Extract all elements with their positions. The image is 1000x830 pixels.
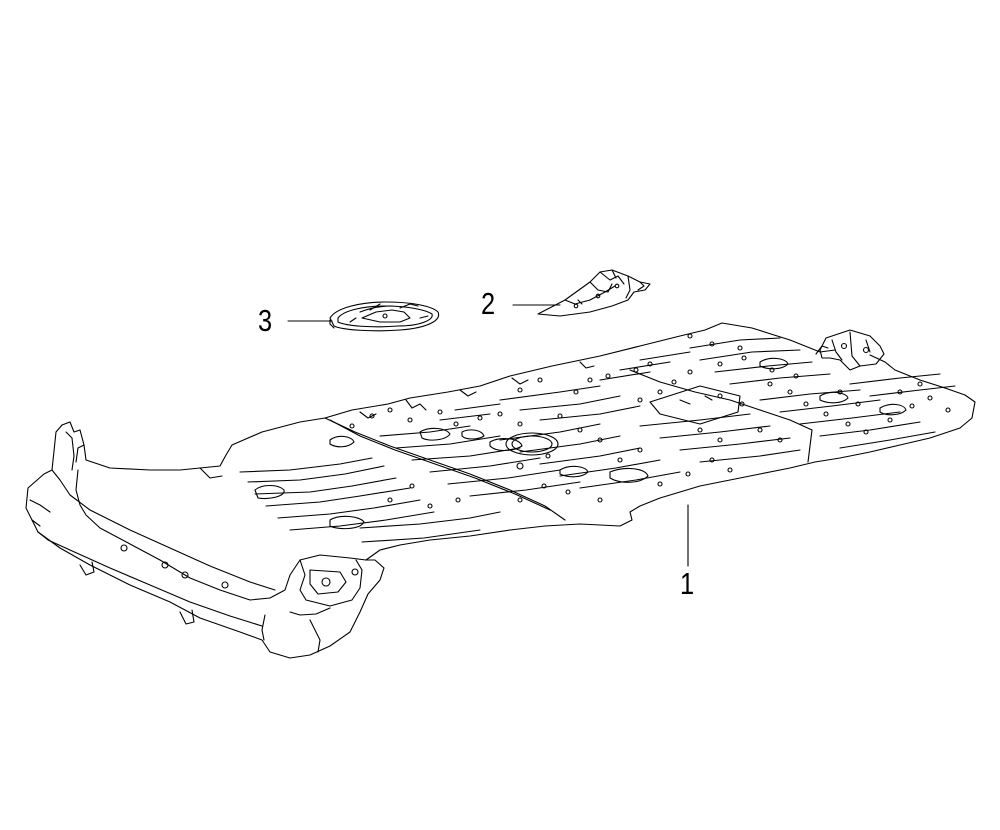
callout-label-2: 2 [481,286,496,321]
bracket-part-2 [538,270,650,316]
callout-label-1: 1 [680,566,695,601]
floor-pan-part-1 [26,323,975,658]
spare-tire-pan-part-3 [330,302,439,331]
callout-label-3: 3 [258,303,273,338]
